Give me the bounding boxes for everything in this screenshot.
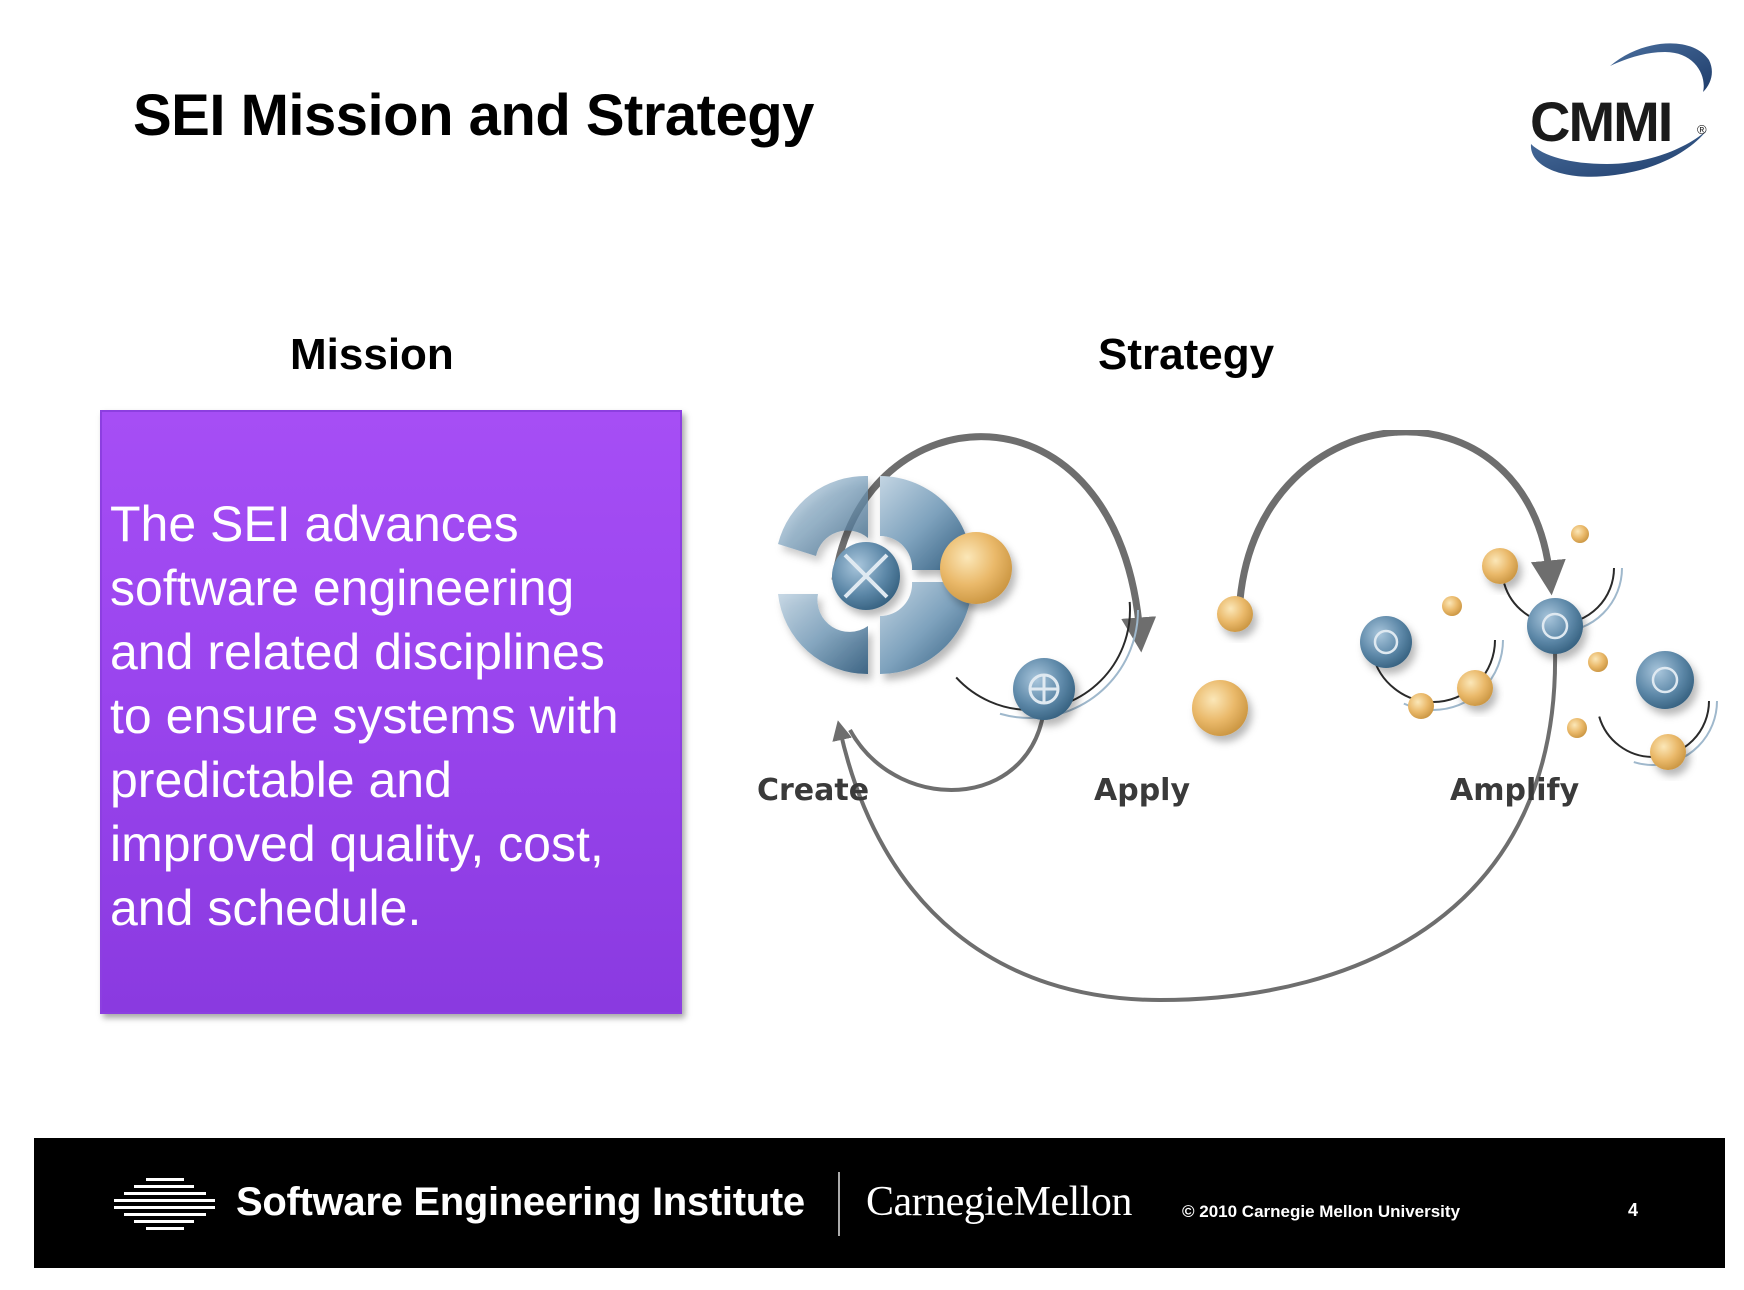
strategy-diagram: Create Apply Amplify [757, 430, 1718, 1003]
sei-logo-icon [114, 1178, 215, 1230]
page-number: 4 [1628, 1200, 1639, 1220]
logo-text: CMMI [1530, 90, 1671, 153]
logo-ring-top [1610, 43, 1712, 92]
copyright-notice: © 2010 Carnegie Mellon University [1182, 1202, 1461, 1221]
slide-title: SEI Mission and Strategy [133, 83, 814, 148]
university-name: CarnegieMellon [866, 1179, 1132, 1225]
logo-ring-bottom [1530, 130, 1707, 177]
footer-bar: Software Engineering Institute CarnegieM… [34, 1138, 1725, 1268]
stage-label-create: Create [757, 773, 869, 808]
stage-label-amplify: Amplify [1450, 773, 1580, 808]
footer-divider [838, 1172, 840, 1236]
cmmi-logo: CMMI ® [1530, 43, 1712, 177]
mission-heading: Mission [290, 330, 454, 379]
mission-box: The SEI advances software engineering an… [100, 410, 682, 1014]
strategy-heading: Strategy [1098, 330, 1275, 379]
arrow-apply-to-amplify [1236, 430, 1566, 601]
logo-registered-mark: ® [1697, 122, 1707, 137]
arrow-amplify-back-to-create [832, 649, 1558, 1003]
stage-label-apply: Apply [1094, 773, 1190, 808]
institute-name: Software Engineering Institute [236, 1180, 805, 1224]
apply-icon [921, 501, 1253, 736]
arrow-apply-back-to-create [848, 691, 1047, 793]
amplify-icon [1360, 503, 1718, 770]
mission-statement: The SEI advances software engineering an… [110, 496, 619, 936]
